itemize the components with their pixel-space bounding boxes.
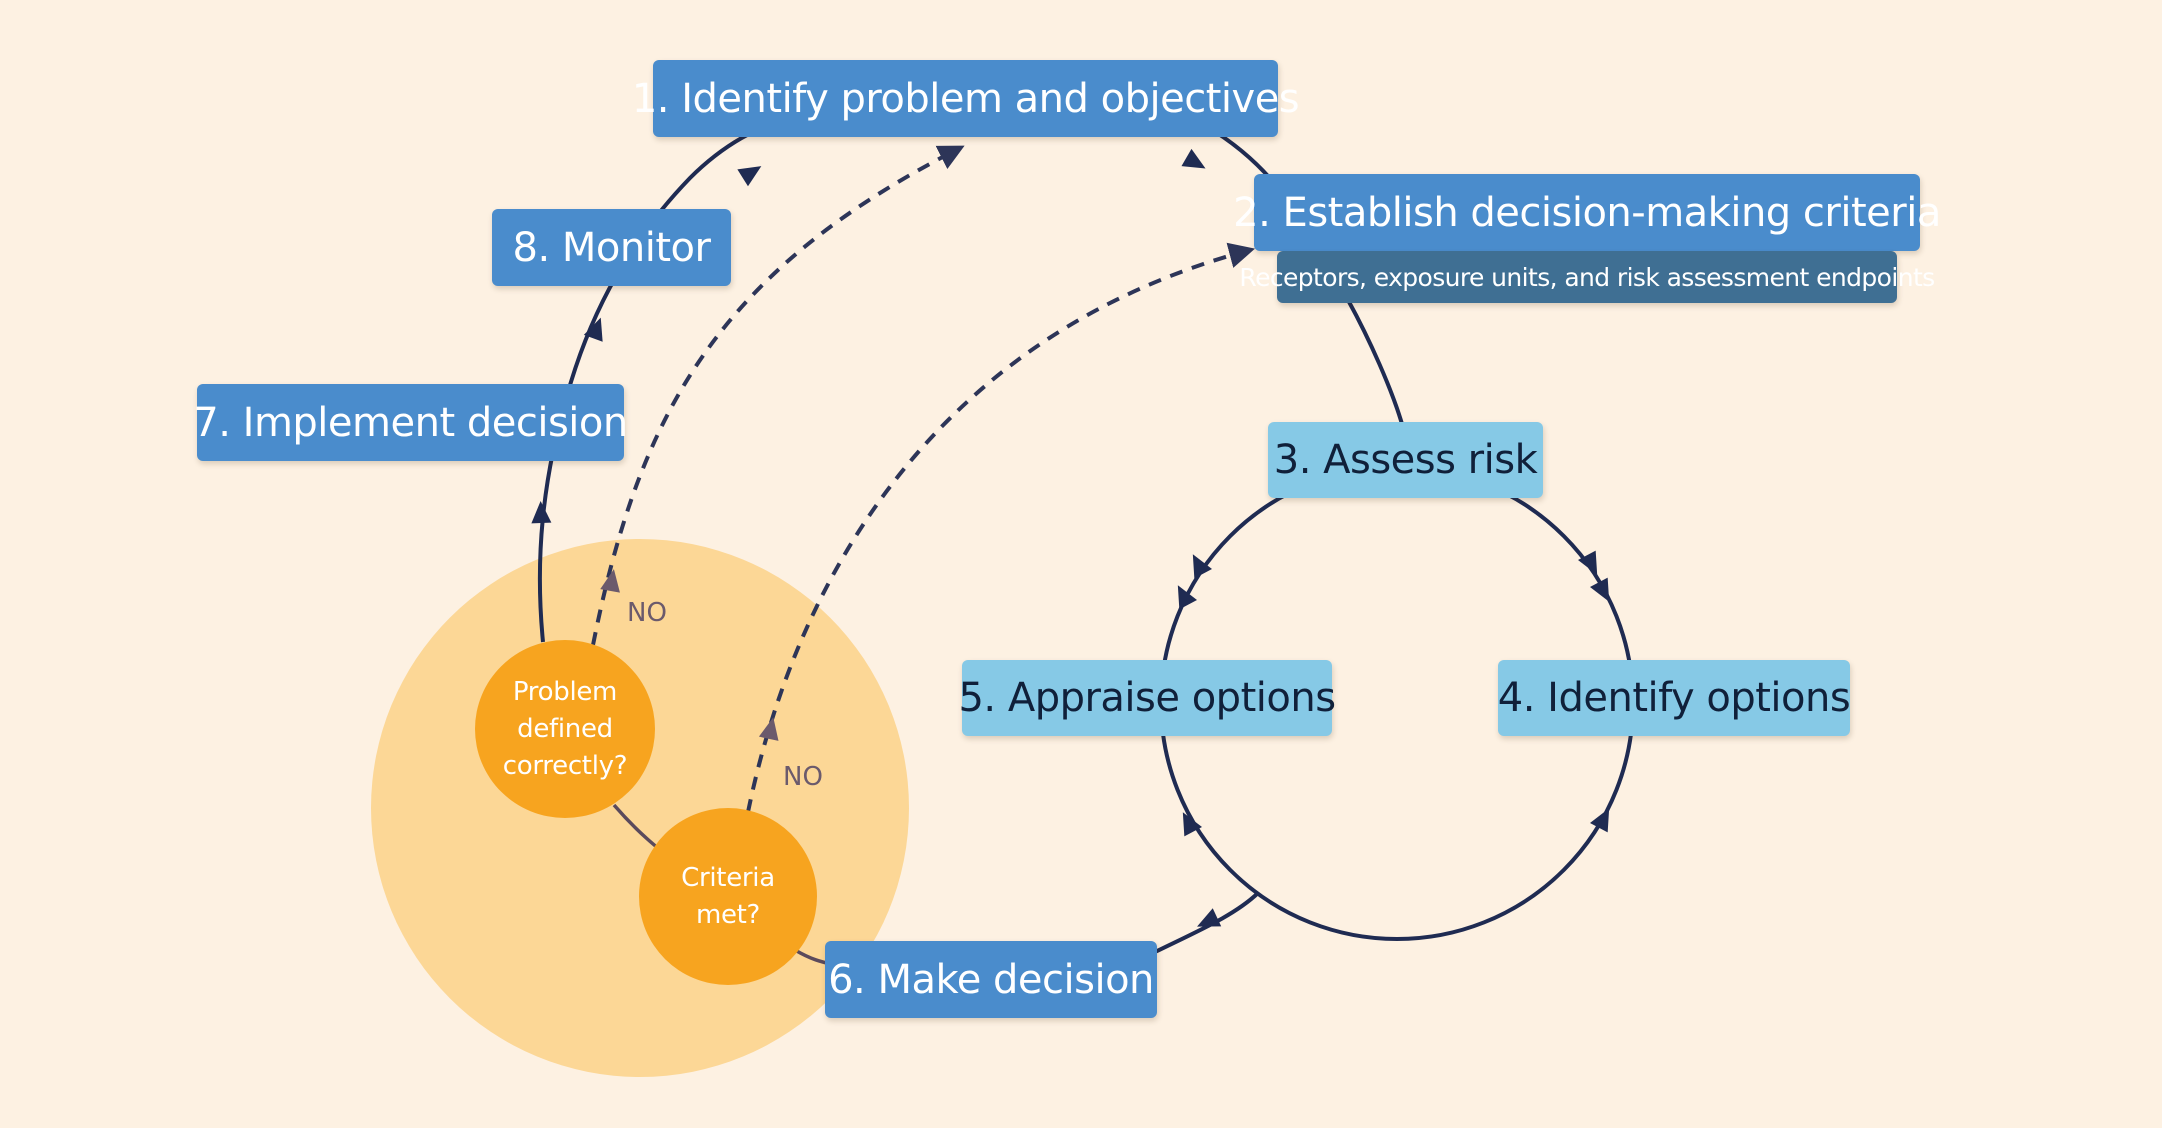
step-2-detail: Receptors, exposure units, and risk asse… [1239,251,1935,303]
arrowhead [583,317,603,342]
arrowhead [1192,554,1212,579]
step-4-identify-options: 4. Identify options [1497,660,1851,736]
loop-back-to-step2 [746,242,1256,813]
no-arrowheads [600,569,779,741]
step-8-label: 8. Monitor [512,224,711,271]
step-1-identify-problem: 1. Identify problem and objectives [632,60,1300,137]
check-problem-line-1: Problem [512,676,618,707]
step-7-implement-decision: 7. Implement decision [193,384,628,461]
step-1-label: 1. Identify problem and objectives [631,75,1300,122]
step-3-assess-risk: 3. Assess risk [1268,422,1543,498]
check-criteria-met: Criteria met? [639,808,817,985]
step-7-label: 7. Implement decision [193,399,628,446]
arrowhead [531,501,552,524]
no-arrowhead [600,569,620,593]
arrowhead [1590,808,1610,833]
arrowhead [1578,550,1598,575]
step-6-make-decision: 6. Make decision [825,941,1157,1018]
step-2-label: 2. Establish decision-making criteria [1233,189,1941,236]
no-label-problem: NO [627,598,667,628]
arrowhead [1590,577,1610,602]
loop-back-to-step1 [591,145,965,646]
no-label-criteria: NO [783,762,823,792]
step-2-establish-criteria: 2. Establish decision-making criteria [1233,174,1941,251]
arrowhead [1177,585,1197,610]
flow-arrowheads [531,148,1610,927]
check-problem-defined: Problem defined correctly? [475,640,655,818]
arrowhead [1182,812,1202,837]
cycle-path-2-to-3 [1346,299,1404,425]
check-criteria-line-2: met? [695,899,761,930]
step-2-detail-label: Receptors, exposure units, and risk asse… [1239,262,1935,292]
check-criteria-line-1: Criteria [681,862,775,893]
arrowhead [1197,908,1222,927]
step-5-appraise-options: 5. Appraise options [958,660,1336,736]
check-problem-line-3: correctly? [502,750,628,781]
step-5-label: 5. Appraise options [958,675,1336,721]
step-4-label: 4. Identify options [1497,675,1851,721]
step-8-monitor: 8. Monitor [492,209,731,286]
no-arrowhead [758,717,779,741]
check-problem-line-2: defined [517,713,613,744]
arrowhead [737,166,762,187]
step-3-label: 3. Assess risk [1273,437,1538,483]
step-6-label: 6. Make decision [828,956,1154,1003]
arrowhead [1181,148,1206,169]
